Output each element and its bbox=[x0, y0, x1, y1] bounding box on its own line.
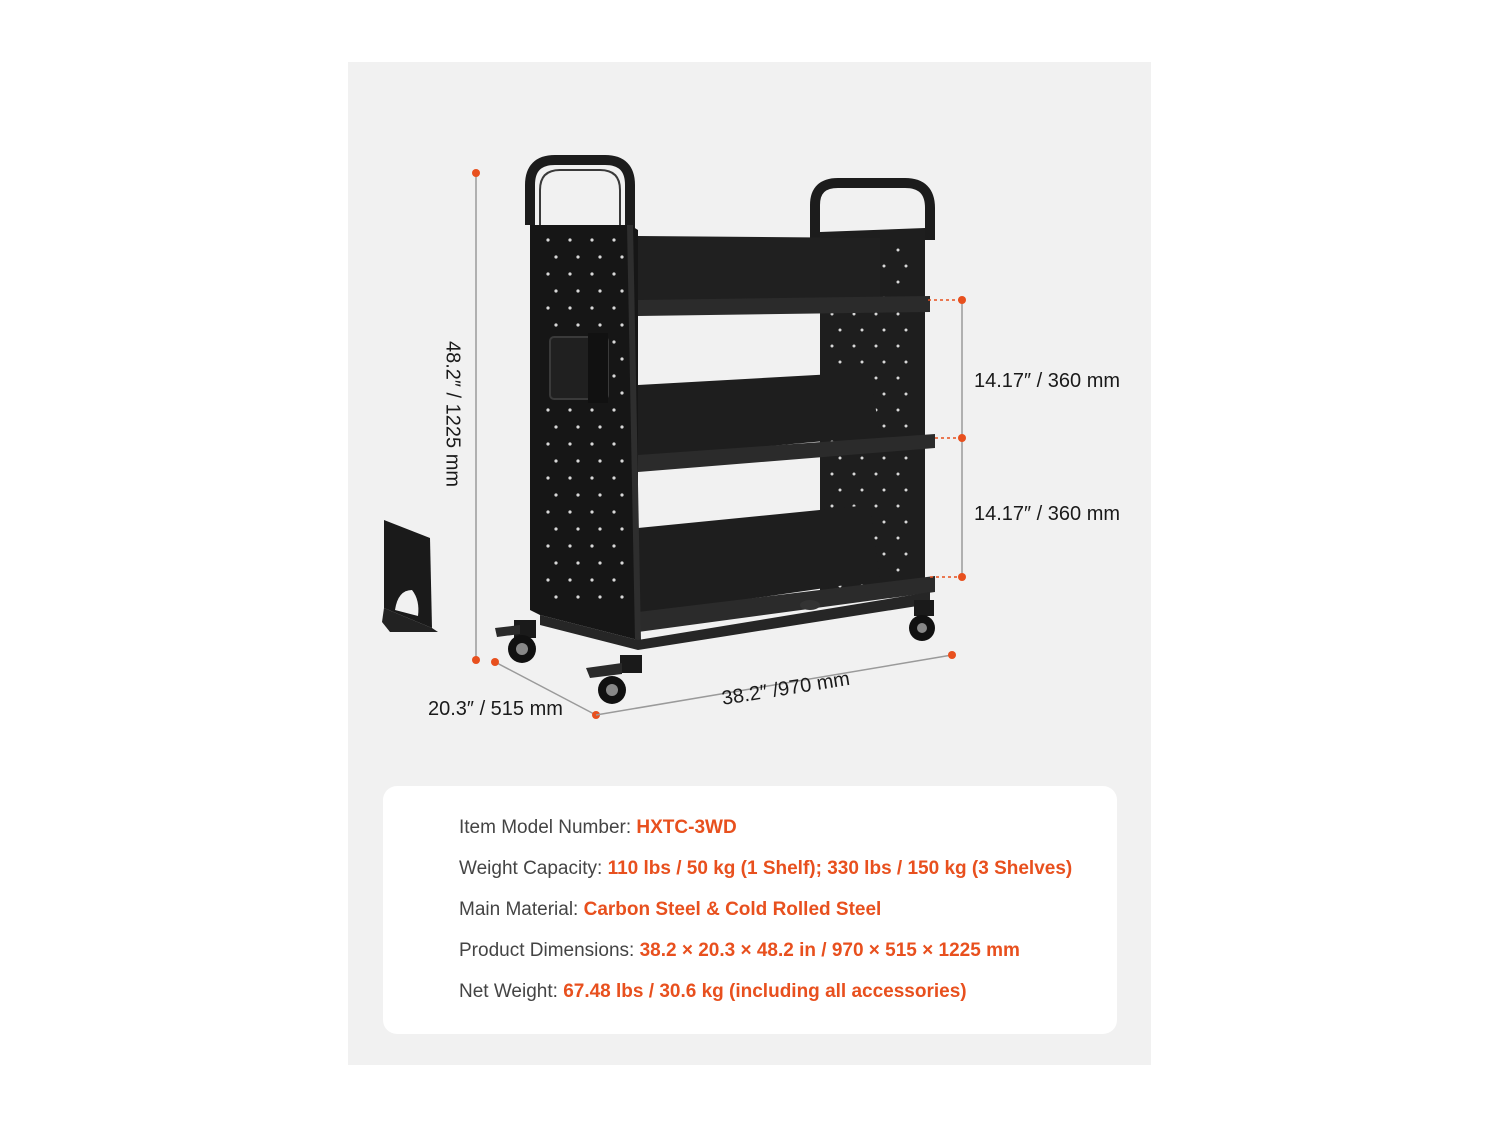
height-dimension-line bbox=[472, 169, 480, 664]
spec-label: Product Dimensions: bbox=[459, 940, 635, 961]
spec-card bbox=[383, 786, 1117, 1034]
spec-value: 110 lbs / 50 kg (1 Shelf); 330 lbs / 150… bbox=[607, 858, 1073, 879]
shelf-gap-top-label: 14.17″ / 360 mm bbox=[974, 370, 1121, 392]
spec-value: 67.48 lbs / 30.6 kg (including all acces… bbox=[563, 981, 967, 1002]
depth-label: 20.3″ / 515 mm bbox=[428, 698, 563, 720]
spec-label: Item Model Number: bbox=[459, 817, 632, 838]
bookend-accessory bbox=[382, 520, 438, 632]
shelf-middle bbox=[638, 434, 935, 472]
left-handle bbox=[525, 155, 635, 230]
shelf-bottom bbox=[638, 576, 935, 632]
width-dimension-line bbox=[595, 651, 956, 716]
spec-label: Main Material: bbox=[459, 899, 579, 920]
spec-row-material: Main Material: Carbon Steel & Cold Rolle… bbox=[459, 899, 881, 921]
spec-label: Weight Capacity: bbox=[459, 858, 603, 879]
spec-value: Carbon Steel & Cold Rolled Steel bbox=[583, 899, 882, 920]
shelf-gap-dimension-line bbox=[928, 296, 966, 581]
shelf-gap-bottom-label: 14.17″ / 360 mm bbox=[974, 503, 1121, 525]
left-side-panel bbox=[530, 225, 638, 640]
spec-row-model: Item Model Number: HXTC-3WD bbox=[459, 817, 737, 839]
shelf-bottom-back bbox=[638, 505, 880, 615]
right-handle bbox=[810, 178, 935, 240]
spec-row-weight-capacity: Weight Capacity: 110 lbs / 50 kg (1 Shel… bbox=[459, 858, 1072, 880]
spec-value: 38.2 × 20.3 × 48.2 in / 970 × 515 × 1225… bbox=[639, 940, 1020, 961]
spec-row-dimensions: Product Dimensions: 38.2 × 20.3 × 48.2 i… bbox=[459, 940, 1020, 962]
spec-value: HXTC-3WD bbox=[636, 817, 737, 838]
caster-wheels bbox=[495, 600, 935, 704]
shelf-top-back bbox=[638, 236, 880, 305]
spec-row-net-weight: Net Weight: 67.48 lbs / 30.6 kg (includi… bbox=[459, 981, 967, 1003]
shelf-top bbox=[638, 296, 930, 316]
height-label: 48.2″ / 1225 mm bbox=[441, 340, 464, 488]
spec-label: Net Weight: bbox=[459, 981, 558, 1002]
shelf-middle-back bbox=[638, 372, 880, 458]
